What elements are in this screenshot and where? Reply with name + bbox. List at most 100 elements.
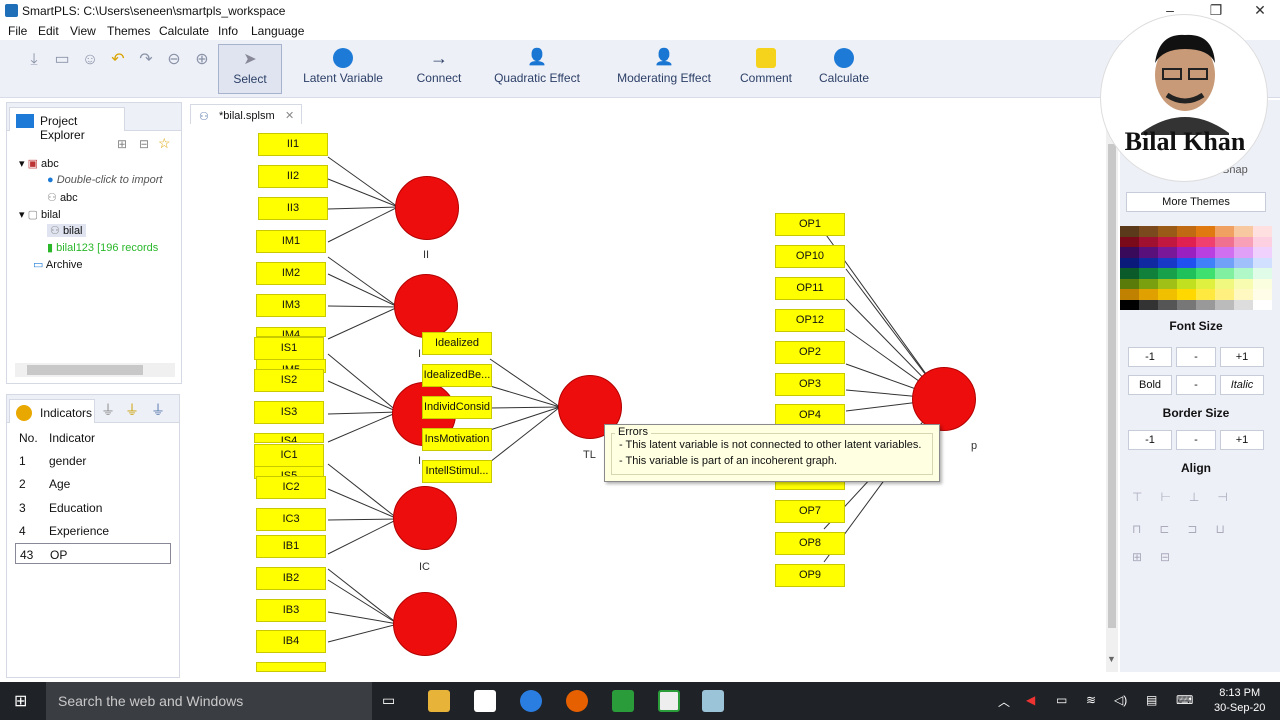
color-swatch[interactable]	[1158, 226, 1177, 237]
row-indicator[interactable]: Age	[49, 477, 71, 491]
align-icons-row-2[interactable]: ⊓⊏⊐⊔	[1132, 522, 1243, 536]
indicator-box[interactable]: IB2	[256, 567, 326, 590]
color-swatch[interactable]	[1253, 299, 1272, 310]
color-swatch[interactable]	[1215, 299, 1234, 310]
color-swatch[interactable]	[1158, 257, 1177, 268]
store-icon[interactable]	[474, 690, 496, 712]
quadratic-effect-button[interactable]: 👤 Quadratic Effect	[490, 44, 584, 94]
indicator-box[interactable]: OP11	[775, 277, 845, 300]
align-icons-row-1[interactable]: ⊤⊢⊥⊣	[1132, 490, 1246, 504]
indicator-box[interactable]: IM1	[256, 230, 326, 253]
color-swatch[interactable]	[1177, 289, 1196, 300]
color-swatch[interactable]	[1234, 257, 1253, 268]
speaker-icon[interactable]: ◁)	[1114, 693, 1128, 707]
calculate-button[interactable]: Calculate	[814, 44, 874, 94]
edge-icon[interactable]	[520, 690, 542, 712]
color-swatch[interactable]	[1177, 299, 1196, 310]
indicator-box[interactable]: IS2	[254, 369, 324, 392]
color-swatch[interactable]	[1139, 289, 1158, 300]
horizontal-scrollbar[interactable]	[15, 363, 175, 377]
color-swatch[interactable]	[1139, 226, 1158, 237]
scroll-thumb[interactable]	[1108, 144, 1116, 628]
smartpls-icon[interactable]	[702, 690, 724, 712]
color-swatch[interactable]	[1234, 247, 1253, 258]
collapse-all-icon[interactable]: ⊟	[139, 137, 150, 151]
border-size-decrease-button[interactable]: -1	[1128, 430, 1172, 450]
tab-indicators[interactable]: Indicators	[9, 399, 95, 423]
color-swatch[interactable]	[1196, 226, 1215, 237]
indicator-box[interactable]: OP8	[775, 532, 845, 555]
color-swatch[interactable]	[1139, 257, 1158, 268]
undo-icon[interactable]: ↶	[111, 51, 125, 68]
indicator-box[interactable]: OP7	[775, 500, 845, 523]
filter-icon[interactable]: ⏚	[101, 402, 115, 418]
color-swatch[interactable]	[1120, 247, 1139, 258]
indicator-box[interactable]: Idealized	[422, 332, 492, 355]
color-swatch[interactable]	[1196, 257, 1215, 268]
color-swatch[interactable]	[1139, 268, 1158, 279]
latent-variable-ib[interactable]	[393, 592, 457, 656]
color-swatch[interactable]	[1234, 226, 1253, 237]
tree-item-bilal[interactable]: ▾ ▢ bilal	[19, 209, 61, 221]
color-swatch[interactable]	[1215, 278, 1234, 289]
minimize-button[interactable]: –	[1166, 2, 1174, 18]
color-swatch[interactable]	[1196, 278, 1215, 289]
indicator-box[interactable]: IndividConsid	[422, 396, 492, 419]
moderating-effect-button[interactable]: 👤 Moderating Effect	[612, 44, 716, 94]
tree-item-dataset[interactable]: ▮ bilal123 [196 records	[47, 241, 158, 254]
latent-variable-op[interactable]	[912, 367, 976, 431]
keyboard-icon[interactable]: ⌨	[1176, 693, 1194, 707]
indicator-box[interactable]: IM4	[256, 327, 326, 337]
tab-editor[interactable]: ⚇ *bilal.splsm ✕	[190, 104, 302, 126]
color-swatch[interactable]	[1177, 268, 1196, 279]
tree-item-import[interactable]: ● Double-click to import	[47, 174, 162, 186]
indicator-box[interactable]: IC1	[254, 444, 324, 467]
color-swatch[interactable]	[1215, 257, 1234, 268]
save-icon[interactable]: ⤓	[30, 51, 38, 68]
expand-all-icon[interactable]: ⊞	[117, 137, 128, 151]
color-swatch[interactable]	[1215, 226, 1234, 237]
tree-item-abc[interactable]: ▾ ▣ abc	[19, 158, 59, 170]
menu-view[interactable]: View	[70, 24, 96, 38]
menu-themes[interactable]: Themes	[107, 24, 151, 38]
tray-chevron-icon[interactable]: ︿	[998, 695, 1011, 709]
indicator-box[interactable]: IC2	[256, 476, 326, 499]
indicator-box[interactable]	[256, 662, 326, 672]
indicator-box[interactable]: OP3	[775, 373, 845, 396]
color-swatch[interactable]	[1120, 289, 1139, 300]
filter-icon[interactable]: ⏚	[151, 402, 165, 418]
latent-variable-ic[interactable]	[393, 486, 457, 550]
font-size-decrease-button[interactable]: -1	[1128, 347, 1172, 367]
windows-start-icon[interactable]: ⊞	[14, 693, 28, 710]
indicator-box[interactable]: IS1	[254, 337, 324, 360]
indicator-box[interactable]: II3	[258, 197, 328, 220]
font-size-increase-button[interactable]: +1	[1220, 347, 1264, 367]
connect-button[interactable]: → Connect	[408, 44, 470, 94]
redo-icon[interactable]: ↷	[139, 51, 153, 68]
tree-item-bilal-model[interactable]: ⚇ bilal	[47, 224, 86, 237]
color-swatch[interactable]	[1177, 247, 1196, 258]
tree-item-archive[interactable]: ▭ Archive	[33, 258, 83, 271]
comment-button[interactable]: Comment	[734, 44, 798, 94]
color-swatch[interactable]	[1253, 247, 1272, 258]
color-swatch[interactable]	[1139, 247, 1158, 258]
export-icon[interactable]: ▭	[54, 51, 70, 68]
menu-info[interactable]: Info	[218, 24, 239, 38]
firefox-icon[interactable]	[566, 690, 588, 712]
color-swatch[interactable]	[1158, 236, 1177, 247]
close-tab-icon[interactable]: ✕	[285, 110, 295, 122]
color-swatch[interactable]	[1196, 236, 1215, 247]
clock[interactable]: 8:13 PM 30-Sep-20	[1214, 686, 1265, 716]
indicator-box[interactable]: OP10	[775, 245, 845, 268]
color-swatch[interactable]	[1234, 268, 1253, 279]
scroll-thumb[interactable]	[27, 365, 143, 375]
indicator-box[interactable]: InsMotivation	[422, 428, 492, 451]
indicator-box[interactable]: IM2	[256, 262, 326, 285]
color-swatch[interactable]	[1196, 268, 1215, 279]
model-canvas[interactable]: II I I IC TL p II1 II2 II3 IM1 IM2 IM3 I…	[188, 124, 1106, 672]
color-swatch[interactable]	[1139, 236, 1158, 247]
indicator-box[interactable]: IS3	[254, 401, 324, 424]
more-themes-button[interactable]: More Themes	[1126, 192, 1266, 212]
color-swatch[interactable]	[1177, 226, 1196, 237]
menu-edit[interactable]: Edit	[38, 24, 59, 38]
